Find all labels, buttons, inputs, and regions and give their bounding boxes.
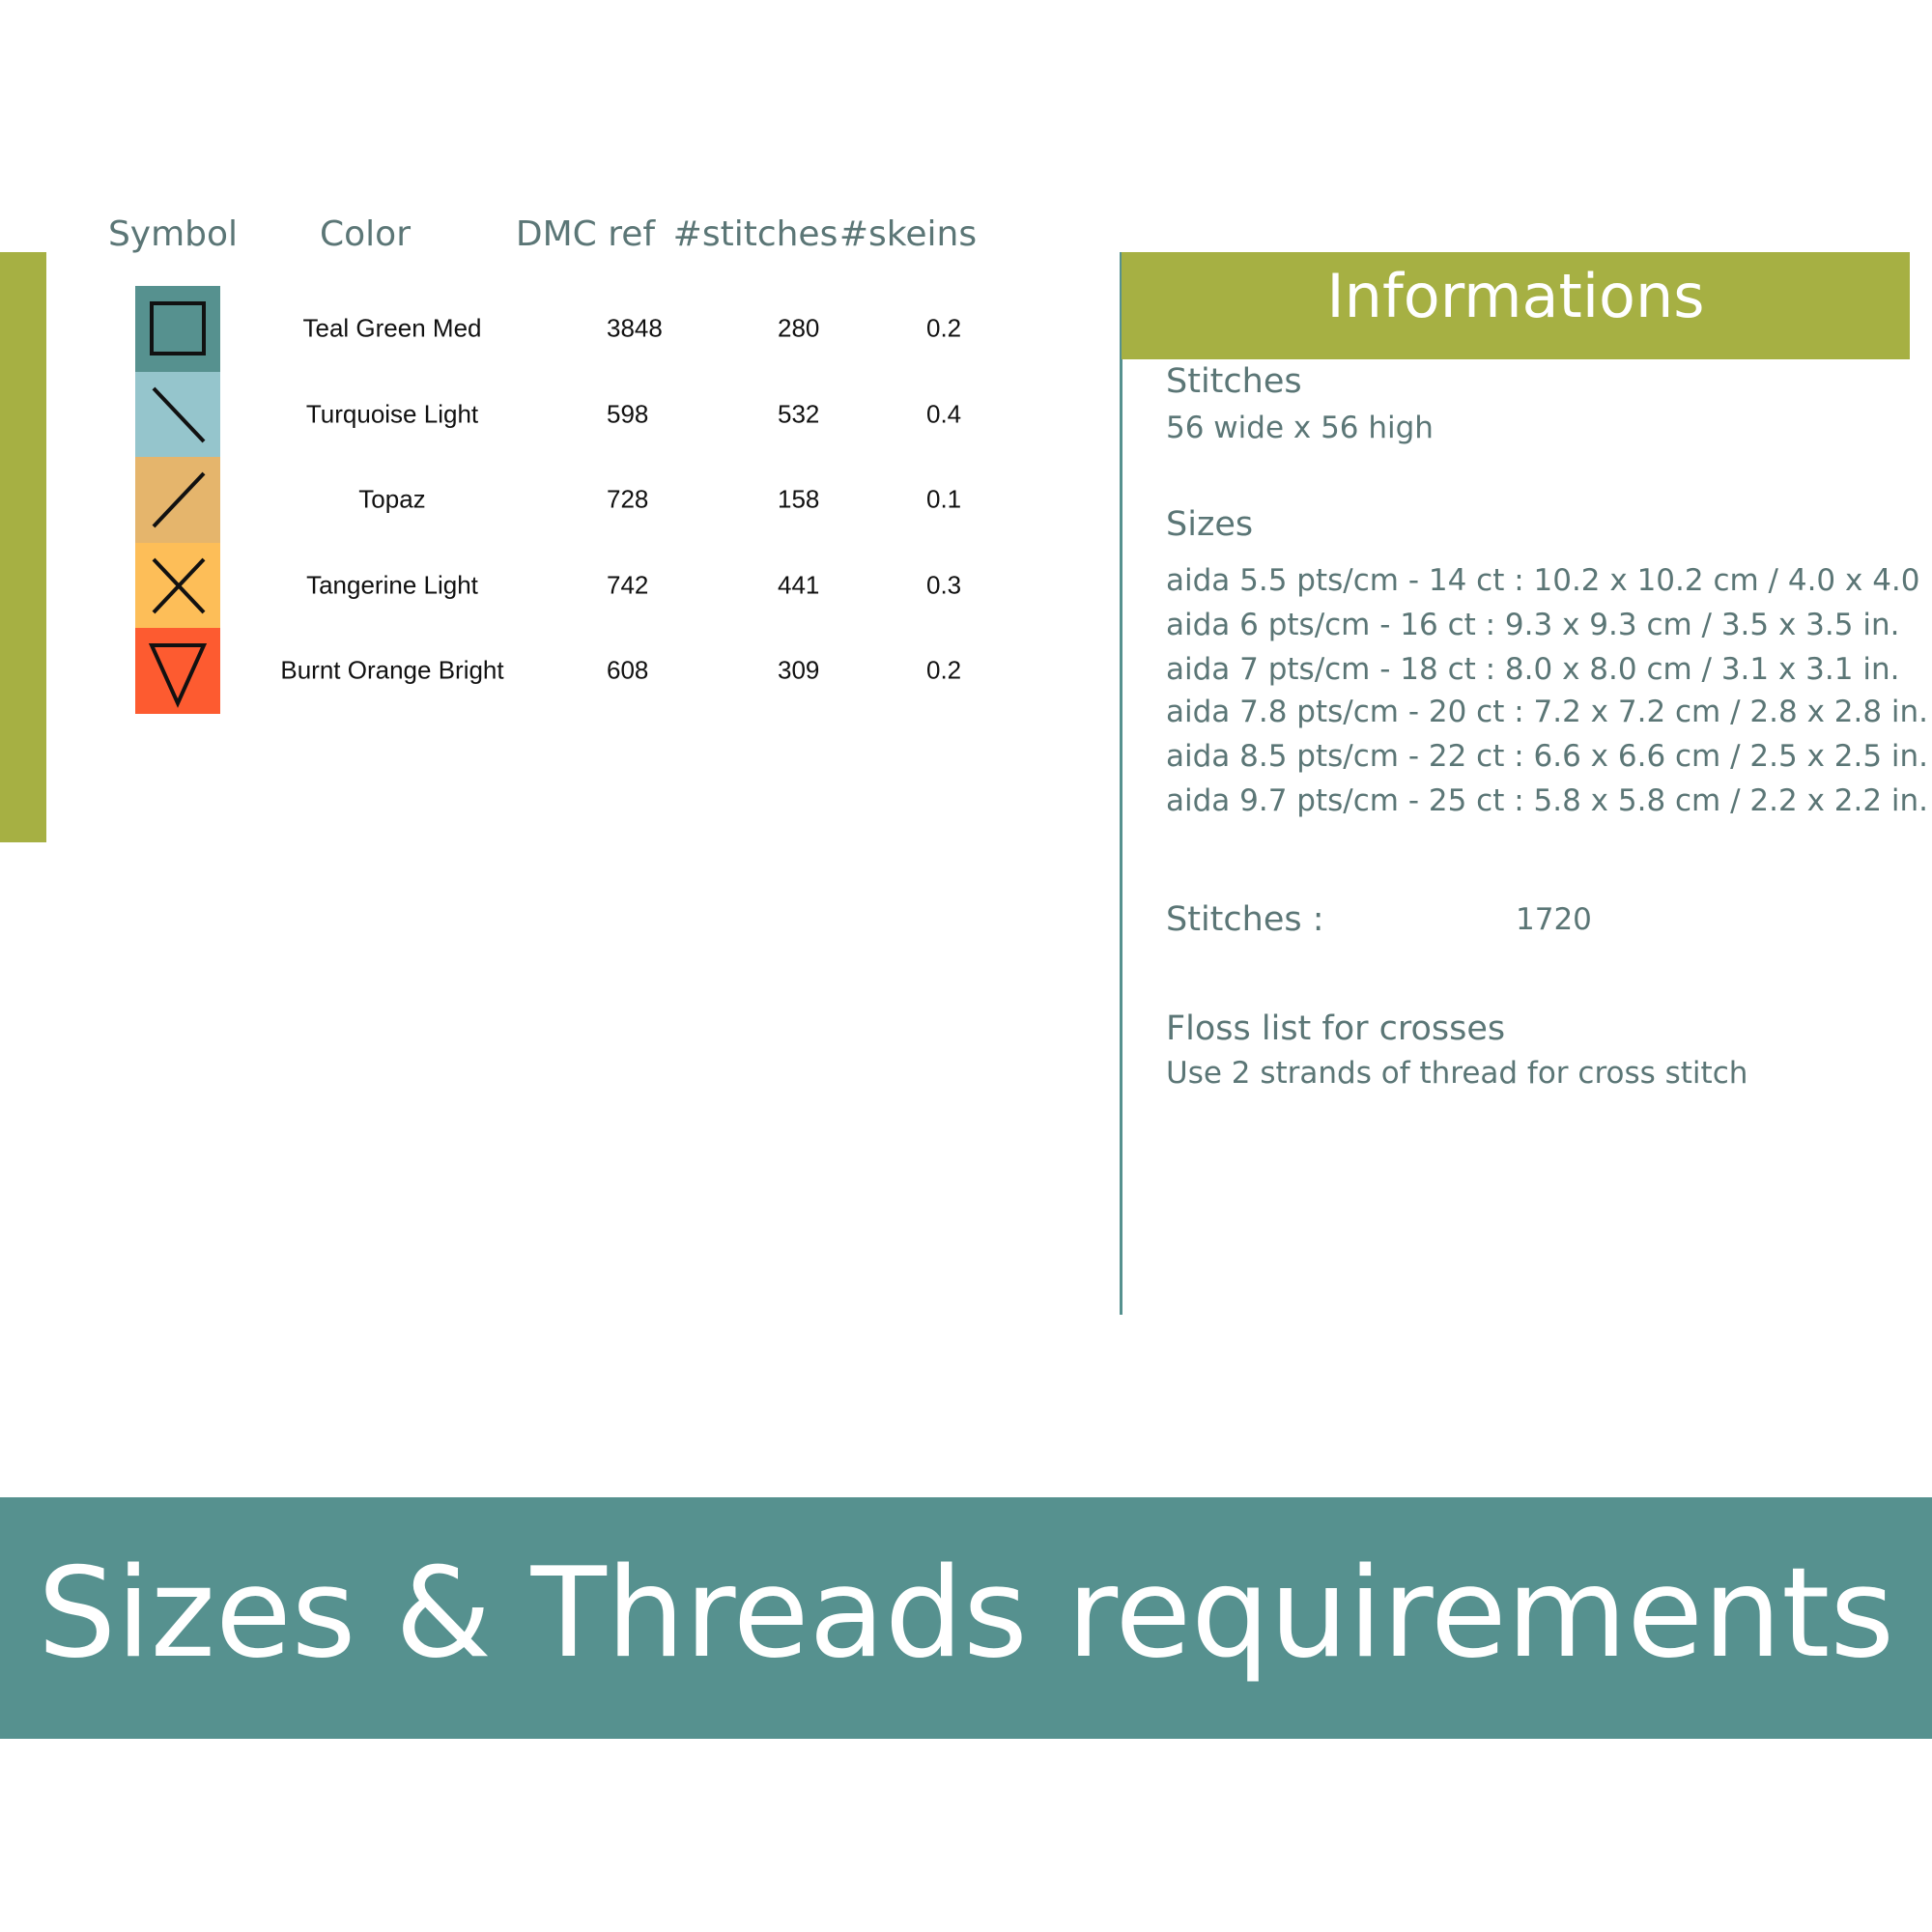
color-name: Turquoise Light	[305, 399, 479, 429]
dmc-ref: 3848	[607, 313, 663, 343]
size-line: aida 8.5 pts/cm - 22 ct : 6.6 x 6.6 cm /…	[1166, 739, 1929, 774]
color-name: Burnt Orange Bright	[280, 655, 504, 685]
banner-title: Sizes & Threads requirements	[0, 1497, 1932, 1739]
sizes-heading: Sizes	[1166, 505, 1254, 544]
size-line: aida 6 pts/cm - 16 ct : 9.3 x 9.3 cm / 3…	[1166, 608, 1900, 642]
skein-count: 0.4	[926, 399, 962, 429]
symbol-swatch	[135, 542, 220, 629]
dimensions: 56 wide x 56 high	[1166, 411, 1434, 445]
size-line: aida 7.8 pts/cm - 20 ct : 7.2 x 7.2 cm /…	[1166, 695, 1929, 729]
header-color: Color	[320, 214, 411, 254]
total-stitches-value: 1720	[1516, 902, 1592, 937]
floss-note: Use 2 strands of thread for cross stitch	[1166, 1056, 1748, 1091]
backslash-icon	[152, 386, 206, 442]
left-accent-bar	[0, 252, 46, 842]
stitch-count: 309	[778, 655, 820, 685]
header-symbol: Symbol	[107, 214, 239, 254]
info-divider	[1120, 252, 1122, 1315]
dmc-ref: 728	[607, 484, 649, 514]
size-line: aida 5.5 pts/cm - 14 ct : 10.2 x 10.2 cm…	[1166, 563, 1932, 598]
header-dmc-ref: DMC ref	[515, 214, 656, 254]
symbol-swatch	[135, 628, 220, 715]
cross-icon	[152, 557, 206, 614]
color-name: Tangerine Light	[306, 570, 478, 600]
symbol-swatch	[135, 457, 220, 544]
color-name: Topaz	[358, 484, 426, 514]
total-stitches-label: Stitches :	[1166, 900, 1324, 939]
stitch-count: 280	[778, 313, 820, 343]
symbol-swatch	[135, 286, 220, 372]
header-stitches: #stitches	[672, 214, 838, 254]
triangle-down-icon	[148, 643, 208, 709]
skein-count: 0.2	[926, 655, 962, 685]
floss-heading: Floss list for crosses	[1166, 1009, 1506, 1048]
header-skeins: #skeins	[838, 214, 978, 254]
stitch-count: 158	[778, 484, 820, 514]
info-title: Informations	[1122, 252, 1910, 359]
skein-count: 0.3	[926, 570, 962, 600]
symbol-swatch	[135, 371, 220, 458]
color-name: Teal Green Med	[302, 313, 482, 343]
dmc-ref: 608	[607, 655, 649, 685]
skein-count: 0.2	[926, 313, 962, 343]
dmc-ref: 598	[607, 399, 649, 429]
stitch-count: 532	[778, 399, 820, 429]
square-icon	[150, 301, 206, 355]
dmc-ref: 742	[607, 570, 649, 600]
stitch-count: 441	[778, 570, 820, 600]
size-line: aida 7 pts/cm - 18 ct : 8.0 x 8.0 cm / 3…	[1166, 652, 1900, 687]
slash-icon	[152, 471, 206, 528]
size-line: aida 9.7 pts/cm - 25 ct : 5.8 x 5.8 cm /…	[1166, 783, 1929, 818]
stitches-heading: Stitches	[1166, 362, 1302, 401]
skein-count: 0.1	[926, 484, 962, 514]
